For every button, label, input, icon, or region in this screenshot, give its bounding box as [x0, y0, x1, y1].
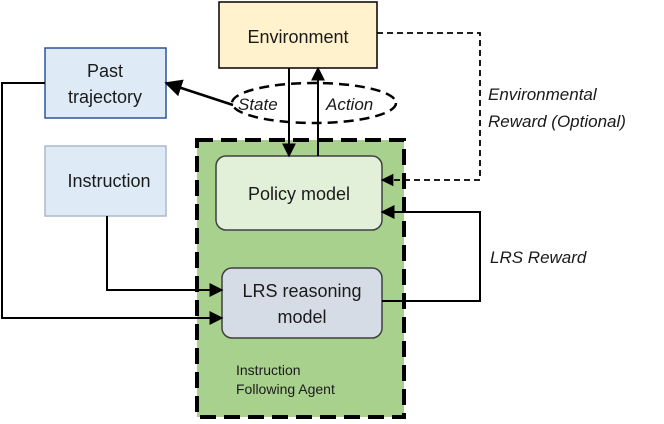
lrs-reward-label: LRS Reward	[490, 248, 587, 267]
lrs-reasoning-node	[221, 267, 383, 339]
lrs-reward-arrow	[380, 205, 481, 302]
lrs-reasoning-label-line2: model	[277, 307, 326, 327]
environmental-reward-arrow	[377, 32, 481, 187]
policy-model-node	[215, 155, 383, 231]
environment-node	[218, 1, 378, 69]
past-trajectory-label-line2: trajectory	[68, 87, 142, 107]
environmental-reward-label-line2: Reward (Optional)	[488, 112, 626, 131]
lrs-reasoning-label-line1: LRS reasoning	[242, 281, 361, 301]
instruction-node	[44, 145, 167, 217]
state-action-ellipse	[230, 81, 398, 125]
trajectory-to-lrs-arrow	[1, 82, 224, 325]
instruction-label: Instruction	[67, 171, 150, 191]
state-label: State	[238, 95, 278, 114]
action-label: Action	[325, 95, 373, 114]
past-trajectory-label-line1: Past	[87, 61, 123, 81]
past-trajectory-node	[44, 47, 167, 119]
agent-label-line1: Instruction	[236, 362, 301, 378]
state-to-trajectory-arrow	[164, 79, 234, 107]
environment-label: Environment	[247, 27, 348, 47]
policy-model-label: Policy model	[248, 184, 350, 204]
environmental-reward-label-line1: Environmental	[488, 85, 598, 104]
instruction-to-lrs-arrow	[106, 216, 224, 297]
agent-label-line2: Following Agent	[236, 381, 335, 397]
